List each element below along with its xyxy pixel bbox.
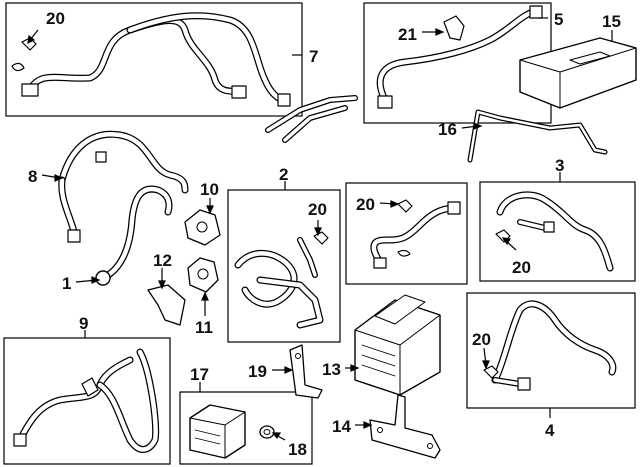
box-hose-7 [5,2,303,117]
callout-18: 18 [288,440,307,459]
callout-9: 9 [79,314,88,333]
hose-9-part [13,348,160,453]
clamp-20-box4 [483,365,499,379]
callout-20-box4: 20 [472,330,491,349]
callout-2: 2 [279,165,288,184]
hose-3-part [496,191,614,272]
callout-20-box2: 20 [308,200,327,219]
module-15 [519,37,637,109]
hose-4-part [491,300,617,391]
hose-7-part [11,12,291,107]
callout-10: 10 [200,180,219,199]
callout-15: 15 [602,12,621,31]
clamp-20-box6 [397,199,413,213]
clip-21 [443,15,465,41]
bracket-12 [147,284,186,326]
bracket-19 [289,344,323,399]
cooler-17 [189,404,246,459]
callout-19: 19 [248,362,267,381]
hose-6-part [370,201,461,269]
valve-11 [187,257,219,293]
hose-8-part [58,130,189,243]
callout-7: 7 [309,47,318,66]
callout-11: 11 [195,318,213,337]
box-hose-9 [3,337,171,465]
module-13 [354,294,441,396]
box-hose-6 [345,182,468,285]
callout-3: 3 [555,156,564,175]
callout-8: 8 [28,167,37,186]
hose-2-assembly [234,237,324,329]
callout-14: 14 [332,417,351,436]
hose-1-part [95,185,173,286]
hose-5-part [376,5,543,109]
clamp-20-box2 [313,231,329,245]
callout-4: 4 [545,421,555,440]
callout-16: 16 [438,120,457,139]
callout-1: 1 [62,274,71,293]
valve-10 [184,209,221,246]
callout-20-box6: 20 [356,195,375,214]
callout-21: 21 [398,25,417,44]
box-hose-3 [479,181,636,282]
callout-13: 13 [322,360,341,379]
box-hose-4 [466,292,636,409]
box-cooler-17 [179,391,313,465]
bracket-harness [265,95,358,143]
seal-18 [259,425,275,439]
callout-5: 5 [554,10,563,29]
bracket-14 [369,394,441,459]
callout-12: 12 [153,251,172,270]
bracket-16 [467,109,608,163]
callout-20-box3: 20 [512,258,531,277]
box-hose-2 [227,189,341,343]
callout-17: 17 [190,365,209,384]
callout-20-box7: 20 [46,9,65,28]
